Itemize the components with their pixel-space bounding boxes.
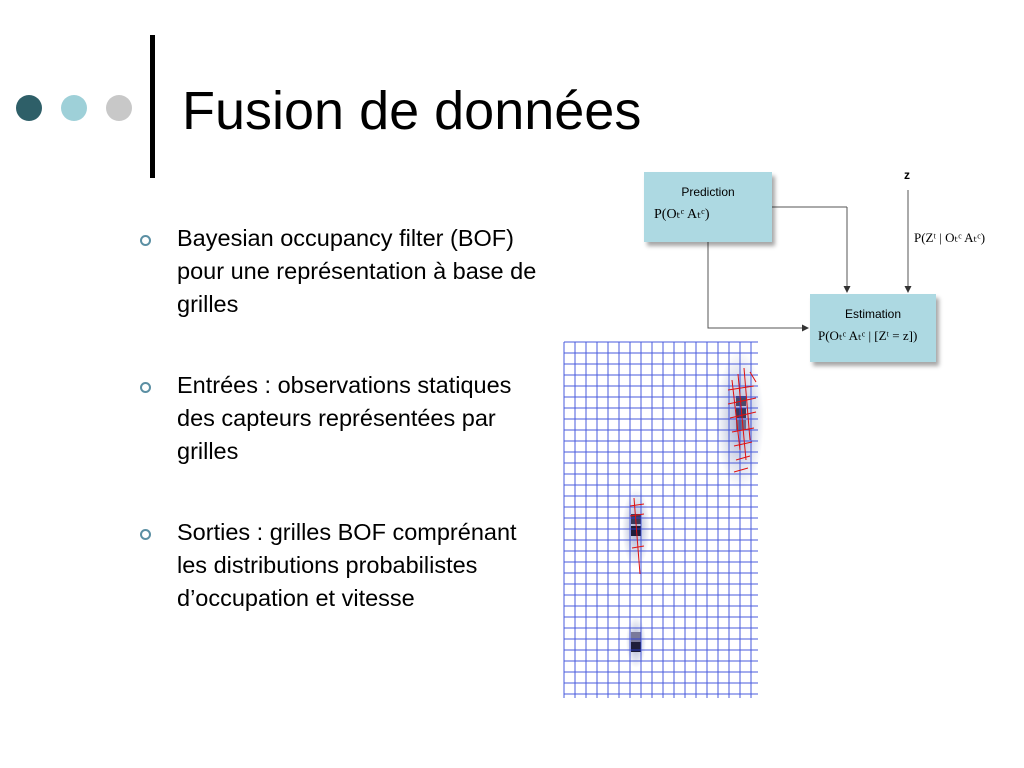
bullet-text: Entrées : observations statiques des cap… [177, 372, 512, 464]
bullet-item: Sorties : grilles BOF comprénant les dis… [140, 516, 550, 615]
bullet-list: Bayesian occupancy filter (BOF) pour une… [140, 222, 550, 663]
bof-diagram [563, 190, 912, 698]
bullet-text: Bayesian occupancy filter (BOF) pour une… [177, 225, 537, 317]
prediction-label: Prediction [681, 185, 735, 199]
occupied-cell [736, 408, 746, 418]
bof-figure: Prediction P(Oₜᶜ Aₜᶜ) Estimation P(Oₜᶜ A… [560, 160, 1000, 700]
estimation-box: Estimation P(Oₜᶜ Aₜᶜ | [Zᵗ = z]) [810, 294, 936, 362]
velocity-vectors [629, 367, 757, 575]
prediction-formula: P(Oₜᶜ Aₜᶜ) [654, 207, 710, 222]
occupied-cell [631, 632, 641, 642]
bullet-circle-icon [140, 529, 151, 540]
estimation-formula: P(Oₜᶜ Aₜᶜ | [Zᵗ = z]) [818, 328, 918, 343]
slide-title: Fusion de données [182, 81, 642, 141]
decor-dot-grey [106, 95, 132, 121]
estimation-label: Estimation [844, 307, 902, 321]
observation-formula: P(Zᵗ | Oₜᶜ Aₜᶜ) [914, 230, 986, 245]
bullet-circle-icon [140, 382, 151, 393]
z-label: z [904, 168, 910, 182]
occupancy-grid [563, 341, 764, 698]
occupied-cell [736, 420, 746, 430]
decor-dot-dark [16, 95, 42, 121]
bullet-text: Sorties : grilles BOF comprénant les dis… [177, 519, 517, 611]
feedback-arrow [707, 242, 809, 332]
bullet-circle-icon [140, 235, 151, 246]
title-divider [150, 35, 155, 178]
occupied-cell [631, 526, 641, 536]
prediction-box: Prediction P(Oₜᶜ Aₜᶜ) [644, 172, 772, 242]
bullet-item: Bayesian occupancy filter (BOF) pour une… [140, 222, 550, 321]
occupied-cell [631, 642, 641, 652]
bullet-item: Entrées : observations statiques des cap… [140, 369, 550, 468]
decor-dot-light [61, 95, 87, 121]
